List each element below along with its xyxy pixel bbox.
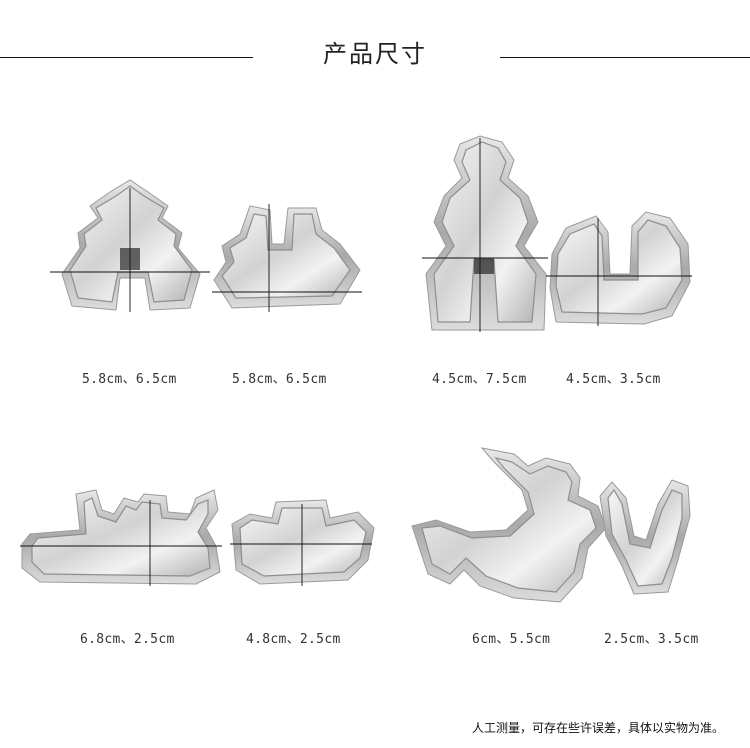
sleigh-cutter-icon (212, 204, 367, 314)
header-rule-right (500, 57, 750, 58)
size-caption: 5.8cm、6.5cm (232, 372, 327, 387)
reindeer-antlers-cutter-icon (20, 488, 225, 588)
christmas-tree-cutter-icon (50, 178, 215, 318)
size-caption: 4.5cm、3.5cm (566, 372, 661, 387)
size-caption: 6cm、5.5cm (472, 632, 551, 647)
header-rule-left (0, 57, 253, 58)
christmas-stocking-cutter-icon (546, 208, 694, 328)
size-caption: 4.5cm、7.5cm (432, 372, 527, 387)
size-caption: 4.8cm、2.5cm (246, 632, 341, 647)
reindeer-cutter-icon (410, 446, 610, 606)
size-caption: 6.8cm、2.5cm (80, 632, 175, 647)
candy-cane-cutter-icon (598, 476, 694, 596)
stocking-flat-cutter-icon (230, 499, 375, 588)
page-title: 产品尺寸 (323, 40, 427, 68)
snowman-cutter-icon (420, 134, 550, 334)
size-caption: 2.5cm、3.5cm (604, 632, 699, 647)
measurement-disclaimer: 人工测量，可存在些许误差，具体以实物为准。 (471, 721, 724, 735)
size-caption: 5.8cm、6.5cm (82, 372, 177, 387)
